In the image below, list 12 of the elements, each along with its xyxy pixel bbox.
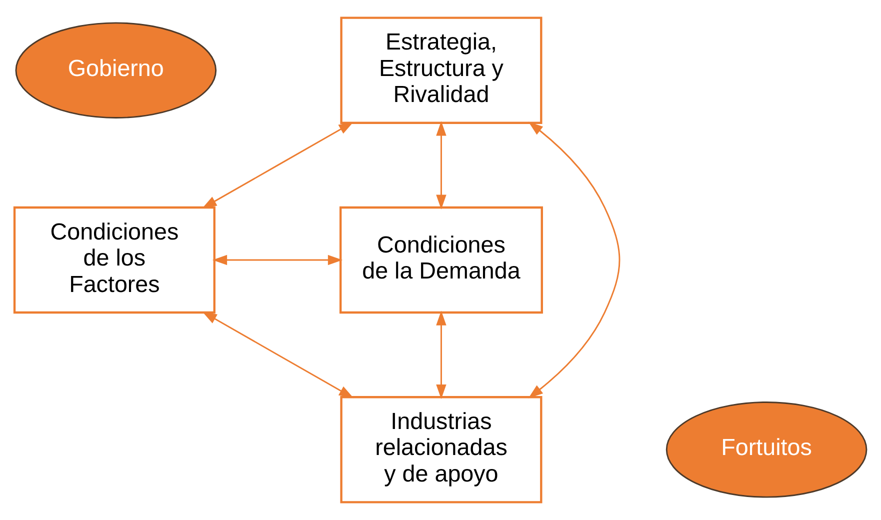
node-ellipse: Fortuitos (666, 402, 868, 498)
arrow (528, 122, 620, 398)
arrow (202, 312, 354, 398)
arrow (202, 122, 354, 208)
node-box: Condiciones de la Demanda (339, 206, 543, 314)
arrow (436, 310, 446, 400)
node-box: Estrategia, Estructura y Rivalidad (340, 16, 542, 124)
node-ellipse: Gobierno (15, 22, 217, 118)
arrow (436, 121, 446, 210)
node-box: Condiciones de los Factores (13, 206, 216, 314)
node-box: Industrias relacionadas y de apoyo (340, 396, 542, 504)
arrow (212, 254, 343, 266)
